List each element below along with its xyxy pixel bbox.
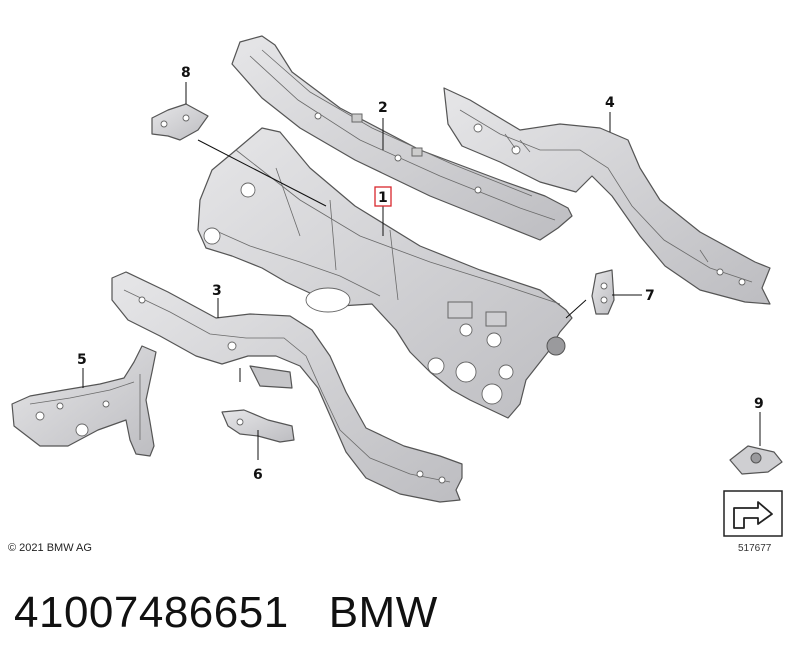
callout-2: 2 [378, 100, 388, 116]
callout-1: 1 [378, 190, 388, 206]
part-9-clip-nut[interactable] [729, 445, 783, 475]
callout-1-highlight-box [374, 186, 392, 207]
part-6-small-bracket[interactable] [221, 409, 295, 443]
part-5-left-bracket[interactable] [11, 345, 157, 457]
copyright-text: © 2021 BMW AG [8, 542, 92, 554]
callout-6: 6 [253, 467, 263, 483]
leader-lines [82, 82, 761, 460]
part-number-line: 41007486651 BMW [14, 588, 438, 638]
part-3-left-rail[interactable] [111, 271, 463, 503]
callout-3: 3 [212, 283, 222, 299]
callout-4: 4 [605, 95, 615, 111]
part-4-right-rail[interactable] [443, 87, 771, 305]
callout-9: 9 [754, 396, 764, 412]
callout-7: 7 [645, 288, 655, 304]
part-8-small-bracket[interactable] [151, 103, 209, 141]
part-7-small-bracket[interactable] [591, 269, 615, 315]
part-number: 41007486651 [14, 588, 289, 637]
callout-labels: 8 2 4 1 3 7 5 9 6 [77, 65, 764, 483]
part-1-bulkhead[interactable] [197, 127, 573, 419]
reference-number: 517677 [738, 543, 772, 554]
brand-name: BMW [328, 588, 438, 637]
part-2-cowl-strip[interactable] [231, 35, 573, 241]
callout-5: 5 [77, 352, 87, 368]
document-arrow-icon [723, 490, 783, 537]
callout-8: 8 [181, 65, 191, 81]
